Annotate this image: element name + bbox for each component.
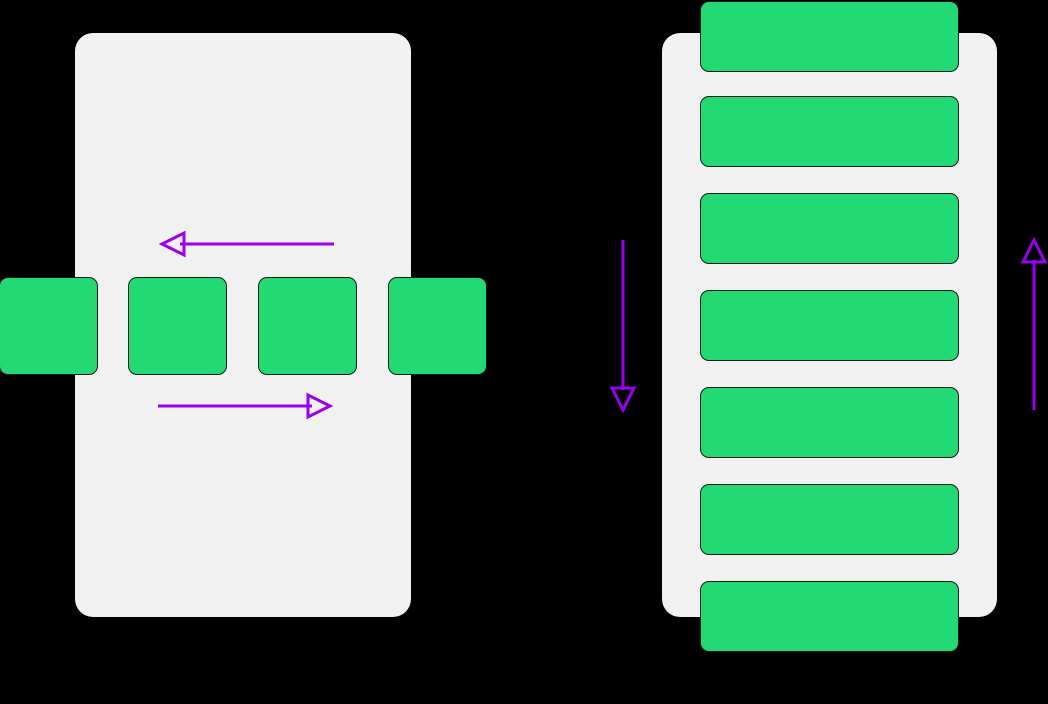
arrow-down-icon (609, 238, 637, 414)
row-item[interactable] (258, 277, 357, 375)
row-item[interactable] (128, 277, 227, 375)
column-item[interactable] (700, 484, 959, 555)
arrow-up-icon (1020, 236, 1048, 412)
column-item[interactable] (700, 96, 959, 167)
column-item[interactable] (700, 581, 959, 652)
horizontal-flow-container (75, 33, 411, 617)
column-item[interactable] (700, 290, 959, 361)
arrow-right-icon (156, 392, 336, 420)
row-item[interactable] (388, 277, 487, 375)
column-item[interactable] (700, 1, 959, 72)
arrow-left-icon (158, 230, 338, 258)
column-item[interactable] (700, 387, 959, 458)
row-item[interactable] (0, 277, 98, 375)
column-item[interactable] (700, 193, 959, 264)
